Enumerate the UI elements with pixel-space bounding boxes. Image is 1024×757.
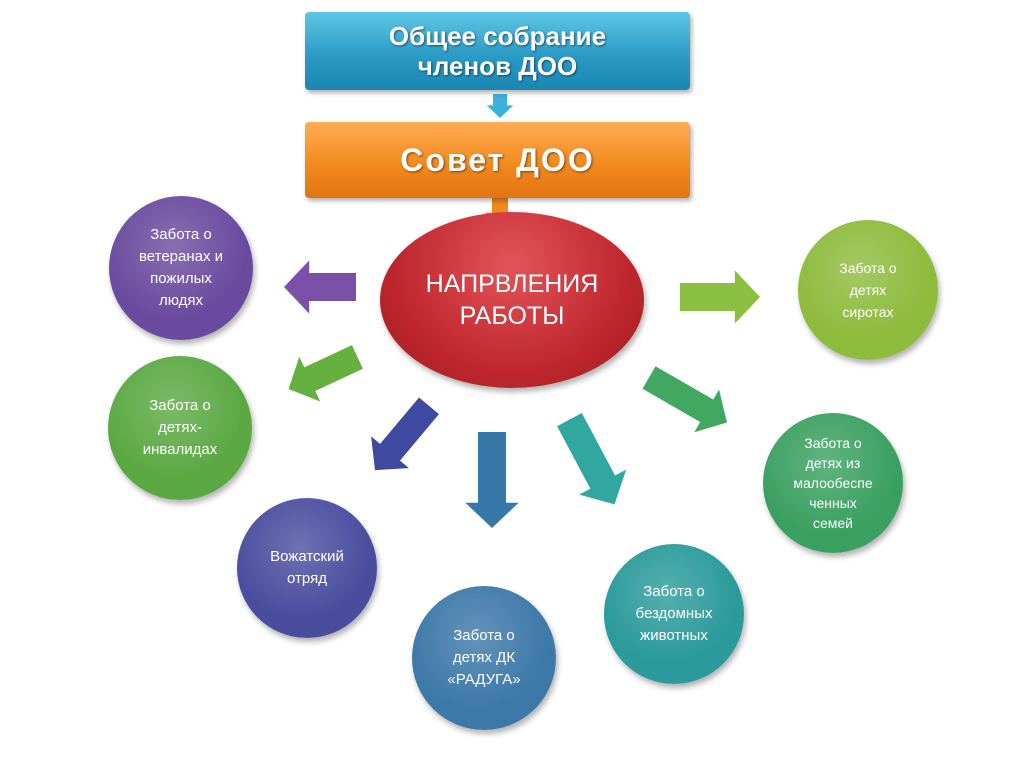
node-label: Забота о детях из малообеспе ченных семе… xyxy=(793,435,873,531)
node-label: Забота о ветеранах и пожилых людях xyxy=(138,226,224,309)
node-disabled-children: Забота о детях- инвалидах xyxy=(108,356,252,500)
node-counselor-squad: Вожатский отряд xyxy=(237,498,377,638)
arrow-to-veterans-icon xyxy=(284,260,356,314)
node-veterans: Забота о ветеранах и пожилых людях xyxy=(109,196,253,340)
arrow-to-disabled-icon xyxy=(288,345,363,402)
arrow-to-raduga-icon xyxy=(465,432,519,528)
node-orphans: Забота о детях сиротах xyxy=(798,220,938,360)
council-label: Совет ДОО xyxy=(400,141,595,178)
node-raduga: Забота о детях ДК «РАДУГА» xyxy=(412,586,556,730)
down-arrow-icon xyxy=(486,94,514,118)
node-label: Забота о детях сиротах xyxy=(839,260,897,320)
node-label: Забота о детях ДК «РАДУГА» xyxy=(447,627,521,688)
arrow-to-animals-icon xyxy=(557,413,627,505)
general-meeting-box: Общее собрание членов ДОО xyxy=(305,12,690,90)
work-directions-label: НАПРВЛЕНИЯ РАБОТЫ xyxy=(425,270,599,330)
node-label: Забота о бездомных животных xyxy=(635,583,713,644)
node-homeless-animals: Забота о бездомных животных xyxy=(604,544,744,684)
arrow-to-orphans-icon xyxy=(680,270,760,324)
arrow-to-counselor-icon xyxy=(371,397,439,471)
node-label: Вожатский отряд xyxy=(270,548,344,587)
node-low-income: Забота о детях из малообеспе ченных семе… xyxy=(763,413,903,553)
arrow-to-low-income-icon xyxy=(642,366,727,433)
node-label: Забота о детях- инвалидах xyxy=(142,397,218,458)
work-directions-ellipse: НАПРВЛЕНИЯ РАБОТЫ xyxy=(380,212,644,388)
council-box: Совет ДОО xyxy=(305,122,690,198)
general-meeting-label: Общее собрание членов ДОО xyxy=(388,21,607,81)
